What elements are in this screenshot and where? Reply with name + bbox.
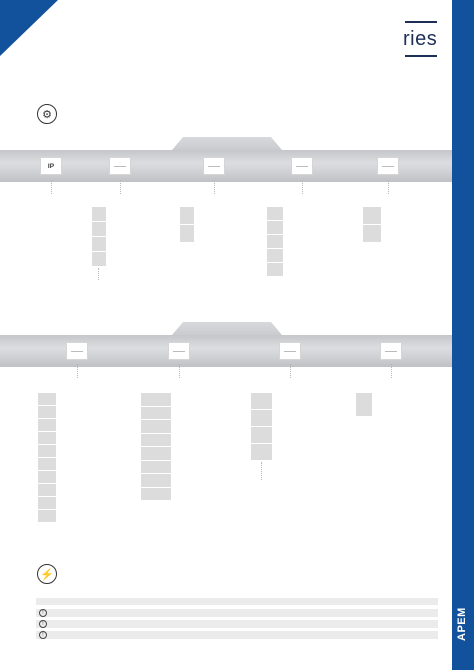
option-cell: [363, 225, 381, 243]
brand-rule-top: [405, 21, 437, 23]
card-dash: [208, 165, 220, 167]
option-cell: [38, 458, 56, 471]
info-icon: !: [39, 609, 47, 617]
card-dash: [284, 350, 296, 352]
config-band-1: [0, 150, 452, 182]
option-cell: [92, 222, 106, 237]
card-dash: [296, 165, 308, 167]
option-column: [38, 393, 56, 523]
option-column: [92, 207, 106, 267]
card-dash: [114, 165, 126, 167]
connector-line: [51, 180, 52, 194]
connector-line: [179, 364, 180, 378]
card-dash: [173, 350, 185, 352]
option-cell: [251, 393, 272, 410]
connector-line: [261, 462, 262, 480]
option-cell: [180, 207, 194, 225]
lightning-icon: ⚡: [37, 564, 57, 584]
notes-header-bar: [36, 598, 438, 605]
option-cell: [141, 460, 171, 474]
option-card-ip: IP: [40, 157, 62, 175]
option-cell: [92, 207, 106, 222]
option-card: [203, 157, 225, 175]
option-column: [267, 207, 283, 277]
corner-accent: [0, 0, 58, 56]
brand-wordmark: ries: [403, 28, 438, 50]
option-cell: [38, 419, 56, 432]
option-cell: [141, 487, 171, 501]
card-dash: [71, 350, 83, 352]
option-card: [380, 342, 402, 360]
info-icon: !: [39, 620, 47, 628]
option-cell: [92, 237, 106, 252]
info-icon: !: [39, 631, 47, 639]
option-column: [251, 393, 272, 461]
option-column: [141, 393, 171, 501]
connector-line: [77, 364, 78, 378]
option-cell: [141, 393, 171, 407]
option-card: [109, 157, 131, 175]
connector-line: [302, 180, 303, 194]
option-cell: [267, 221, 283, 235]
option-cell: [92, 252, 106, 267]
option-card: [377, 157, 399, 175]
band-tab-1: [172, 137, 282, 150]
option-card: [291, 157, 313, 175]
connector-line: [120, 180, 121, 194]
option-cell: [363, 207, 381, 225]
option-cell: [180, 225, 194, 243]
option-cell: [38, 393, 56, 406]
note-row: [36, 620, 438, 628]
brand-rule-bottom: [405, 55, 437, 57]
option-column: [180, 207, 194, 243]
option-cell: [267, 249, 283, 263]
option-card: [168, 342, 190, 360]
option-cell: [38, 510, 56, 523]
option-cell: [267, 263, 283, 277]
option-cell: [267, 207, 283, 221]
connector-line: [214, 180, 215, 194]
option-card: [66, 342, 88, 360]
connector-line: [388, 180, 389, 194]
option-cell: [38, 497, 56, 510]
card-dash: [385, 350, 397, 352]
connector-line: [290, 364, 291, 378]
option-cell: [141, 406, 171, 420]
connector-line: [391, 364, 392, 378]
option-cell: [38, 445, 56, 458]
option-cell: [356, 393, 372, 417]
sidebar-label: APEM: [456, 607, 468, 641]
option-card: [279, 342, 301, 360]
option-cell: [38, 406, 56, 419]
sidebar-strip: [452, 0, 474, 670]
option-cell: [38, 471, 56, 484]
band-tab-2: [172, 322, 282, 335]
option-cell: [38, 432, 56, 445]
gear-icon: ⚙: [37, 104, 57, 124]
note-row: [36, 631, 438, 639]
option-cell: [38, 484, 56, 497]
note-row: [36, 609, 438, 617]
card-dash: [382, 165, 394, 167]
option-cell: [251, 410, 272, 427]
option-cell: [141, 420, 171, 434]
option-cell: [141, 433, 171, 447]
option-cell: [251, 427, 272, 444]
option-cell: [267, 235, 283, 249]
option-column: [356, 393, 372, 417]
option-cell: [251, 444, 272, 461]
option-cell: [141, 447, 171, 461]
option-cell: [141, 474, 171, 488]
option-column: [363, 207, 381, 243]
connector-line: [98, 268, 99, 280]
option-card-label: IP: [47, 162, 55, 170]
